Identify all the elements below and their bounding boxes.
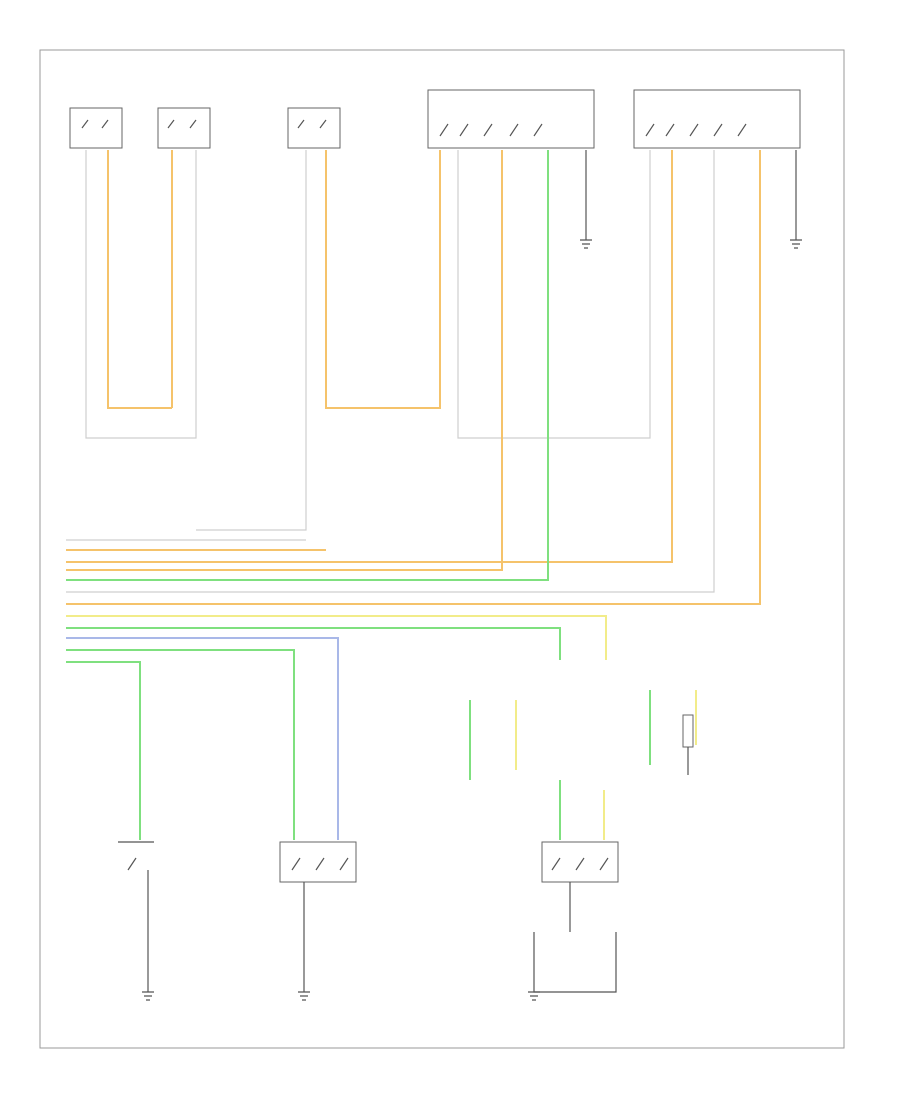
ground-symbol-driver-lock bbox=[790, 239, 802, 249]
bus-line-3 bbox=[66, 150, 673, 563]
right-liftgate-switch-body bbox=[541, 841, 619, 883]
left-rear-switch-contacts bbox=[167, 119, 197, 129]
driver-switch bbox=[69, 107, 123, 149]
bus-line-11 bbox=[66, 649, 295, 840]
driver-switch-body bbox=[69, 107, 123, 149]
diagram-frame bbox=[39, 49, 845, 1049]
right-rear-switch-body bbox=[287, 107, 341, 149]
liftgate-switch-contacts bbox=[291, 857, 349, 871]
lock-switch-grounds bbox=[580, 150, 802, 249]
top-orange-wires bbox=[107, 150, 441, 409]
front-pass-lock-switch-contacts bbox=[439, 123, 543, 137]
liftgate-switch bbox=[279, 841, 357, 1001]
right-rear-switch bbox=[287, 107, 341, 149]
liftgate-ground-symbol bbox=[298, 991, 310, 1001]
wire-lock-gray bbox=[457, 150, 651, 439]
bus-line-4 bbox=[66, 150, 503, 571]
left-liftgate-ground-symbol bbox=[142, 991, 154, 1001]
liftgate-switch-body bbox=[279, 841, 357, 883]
left-liftgate-switch bbox=[118, 841, 154, 1001]
wire-right-rear-gray bbox=[196, 150, 307, 531]
front-pass-lock-switch bbox=[427, 89, 595, 149]
bus-line-7 bbox=[66, 150, 761, 605]
driver-lock-switch bbox=[633, 89, 801, 149]
wire-driver-orange bbox=[107, 150, 172, 409]
bus-line-12 bbox=[66, 661, 141, 840]
middle-splices bbox=[469, 690, 697, 840]
right-liftgate-switch-contacts bbox=[551, 857, 609, 871]
right-liftgate-switch bbox=[528, 841, 619, 1001]
driver-lock-switch-contacts bbox=[645, 123, 747, 137]
top-gray-wires bbox=[85, 150, 651, 531]
liftgate-relay bbox=[682, 714, 694, 748]
bus-line-8 bbox=[66, 615, 607, 660]
right-rear-switch-contacts bbox=[297, 119, 327, 129]
bus-line-9 bbox=[66, 627, 561, 660]
harness-bus bbox=[66, 150, 761, 840]
wire-driver-gray bbox=[85, 150, 197, 439]
bus-line-10 bbox=[66, 637, 339, 840]
ground-symbol-front-lock bbox=[580, 239, 592, 249]
driver-lock-switch-body bbox=[633, 89, 801, 149]
bus-line-6 bbox=[66, 150, 715, 593]
left-rear-switch bbox=[157, 107, 211, 149]
left-liftgate-switch-contact bbox=[127, 857, 137, 871]
wire-right-rear-orange bbox=[325, 150, 441, 409]
right-liftgate-ground-symbol bbox=[528, 991, 540, 1001]
left-rear-switch-body bbox=[157, 107, 211, 149]
front-pass-lock-switch-body bbox=[427, 89, 595, 149]
bus-line-5 bbox=[66, 150, 549, 581]
right-liftgate-ground-loop bbox=[533, 932, 617, 993]
driver-switch-contacts bbox=[81, 119, 109, 129]
